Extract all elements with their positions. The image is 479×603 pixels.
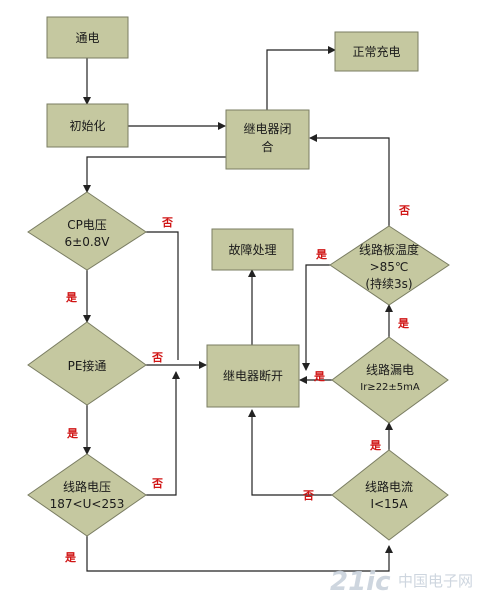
label-voltage-yes: 是 [64,551,77,564]
node-normal-charging: 正常充电 [334,31,419,72]
node-board-temp-label-2: >85℃ [370,260,409,274]
node-power-on-label: 通电 [75,31,99,45]
node-pe-connected: PE接通 [27,321,147,406]
edge-temp-no-to-relay-close [309,134,390,226]
node-initialize-label: 初始化 [69,119,105,133]
node-pe-connected-label: PE接通 [68,358,107,373]
edge-voltage-no [146,371,180,496]
label-pe-no: 否 [151,351,163,364]
edges [83,46,393,572]
edge-current-no-to-relay-open [248,409,332,496]
node-initialize: 初始化 [46,103,129,148]
edge-voltage-to-current [86,536,393,572]
node-leakage: 线路漏电 Ir≥22±5mA [331,336,449,424]
node-normal-charging-label: 正常充电 [352,44,400,59]
node-relay-close: 继电器闭 合 [225,109,310,170]
node-relay-close-label-1: 继电器闭 [243,122,291,136]
label-current-leak-yes-up: 是 [397,317,410,330]
node-board-temp-label-1: 线路板温度 [359,242,419,257]
node-leakage-label-2: Ir≥22±5mA [360,382,420,393]
edge-temp-yes-to-relay-open [302,264,330,371]
node-relay-open: 继电器断开 [206,344,300,408]
node-fault-handling: 故障处理 [211,228,294,271]
label-cp-yes: 是 [65,291,78,304]
node-board-temp: 线路板温度 >85℃ (持续3s) [329,225,450,306]
node-line-voltage-label-1: 线路电压 [63,479,111,494]
edge-cp-no [146,231,179,360]
node-line-current-label-1: 线路电流 [365,479,413,494]
label-pe-yes: 是 [66,427,79,440]
watermark-site: 中国电子网 [398,572,473,590]
node-relay-close-label-2: 合 [261,139,273,154]
node-line-voltage: 线路电压 187<U<253 [27,453,147,537]
label-temp-yes: 是 [315,248,328,261]
watermark-brand: 21ic [330,567,391,597]
edge-relay-close-to-normal [266,46,336,110]
node-power-on: 通电 [46,16,129,59]
watermark: 21ic 中国电子网 [330,567,473,597]
node-cp-voltage-label-1: CP电压 [67,218,107,232]
node-cp-voltage: CP电压 6±0.8V [27,191,147,271]
node-board-temp-label-3: (持续3s) [365,276,412,291]
label-voltage-no: 否 [151,477,163,490]
node-line-current: 线路电流 I<15A [331,449,449,541]
label-leakage-yes: 是 [313,370,326,383]
label-current-no: 否 [302,489,314,502]
label-cp-no: 否 [161,216,173,229]
node-relay-open-label: 继电器断开 [223,368,283,383]
node-line-current-label-2: I<15A [370,497,408,511]
edge-labels: 否 是 否 是 否 是 否 是 是 是 是 否 [64,204,410,564]
edge-relay-close-to-cp [83,156,227,193]
label-current-yes: 是 [369,439,382,452]
node-cp-voltage-label-2: 6±0.8V [65,235,111,249]
node-leakage-label-1: 线路漏电 [366,362,414,377]
node-fault-handling-label: 故障处理 [228,242,276,257]
node-line-voltage-label-2: 187<U<253 [50,497,125,511]
label-temp-no: 否 [398,204,410,217]
